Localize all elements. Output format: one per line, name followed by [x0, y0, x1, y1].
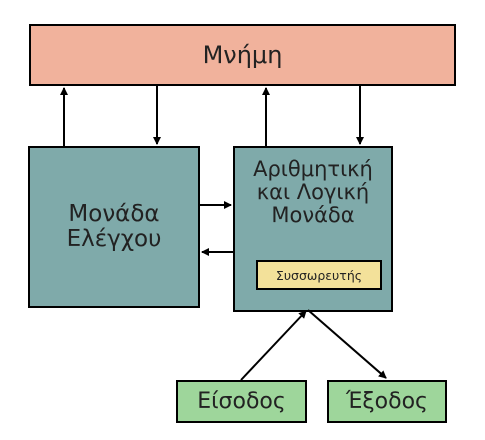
- input-box: Είσοδος: [176, 380, 307, 423]
- output-box: Έξοδος: [327, 380, 447, 423]
- input-label: Είσοδος: [197, 389, 286, 414]
- arrow-input-to-accumulator: [240, 310, 307, 381]
- control-unit-box: Μονάδα Ελέγχου: [28, 146, 200, 308]
- accumulator-label: Συσσωρευτής: [275, 267, 363, 283]
- arrow-accumulator-to-output: [307, 309, 387, 379]
- accumulator-box: Συσσωρευτής: [256, 260, 382, 290]
- memory-label: Μνήμη: [202, 41, 283, 69]
- alu-label: Αριθμητική και Λογική Μονάδα: [253, 157, 373, 227]
- control-unit-label: Μονάδα Ελέγχου: [66, 201, 162, 252]
- memory-box: Μνήμη: [29, 24, 456, 86]
- output-label: Έξοδος: [346, 389, 428, 414]
